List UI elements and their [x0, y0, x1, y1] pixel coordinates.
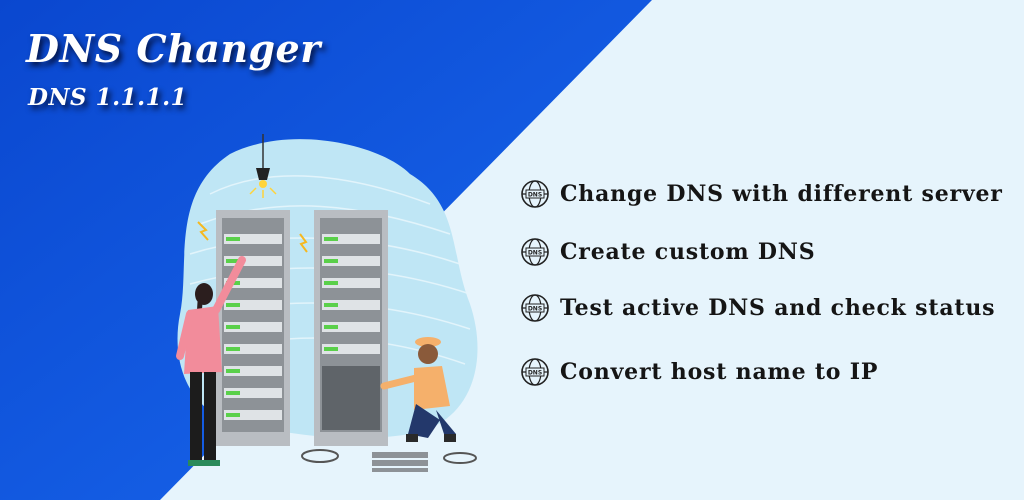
hanging-lamp-icon — [249, 134, 277, 198]
dns-globe-icon: DNS — [521, 180, 549, 208]
cable-coil-left — [301, 449, 339, 463]
feature-label: Create custom DNS — [560, 239, 816, 265]
server-units-floor — [372, 452, 428, 472]
server-rack-right — [314, 210, 388, 446]
dns-icon-text: DNS — [528, 192, 542, 199]
feature-item: DNS Test active DNS and check status — [520, 288, 995, 328]
dns-globe-icon: DNS — [521, 358, 549, 386]
man-technician — [380, 337, 456, 442]
dns-icon-text: DNS — [528, 370, 542, 377]
app-subtitle: DNS 1.1.1.1 — [28, 84, 188, 111]
feature-label: Convert host name to IP — [560, 359, 879, 385]
feature-label: Test active DNS and check status — [560, 295, 996, 321]
dns-icon-text: DNS — [528, 250, 542, 257]
feature-label: Change DNS with different server — [560, 181, 1003, 207]
feature-item: DNS Change DNS with different server — [520, 174, 1003, 214]
woman-technician — [176, 256, 246, 466]
dns-icon-text: DNS — [528, 306, 542, 313]
dns-globe-icon: DNS — [521, 238, 549, 266]
server-room-illustration — [176, 134, 478, 472]
app-title: DNS Changer — [26, 26, 321, 71]
cable-coil-right — [443, 452, 477, 464]
feature-item: DNS Convert host name to IP — [520, 352, 878, 392]
dns-globe-icon: DNS — [521, 294, 549, 322]
server-rack-left — [216, 210, 290, 446]
feature-item: DNS Create custom DNS — [520, 232, 815, 272]
